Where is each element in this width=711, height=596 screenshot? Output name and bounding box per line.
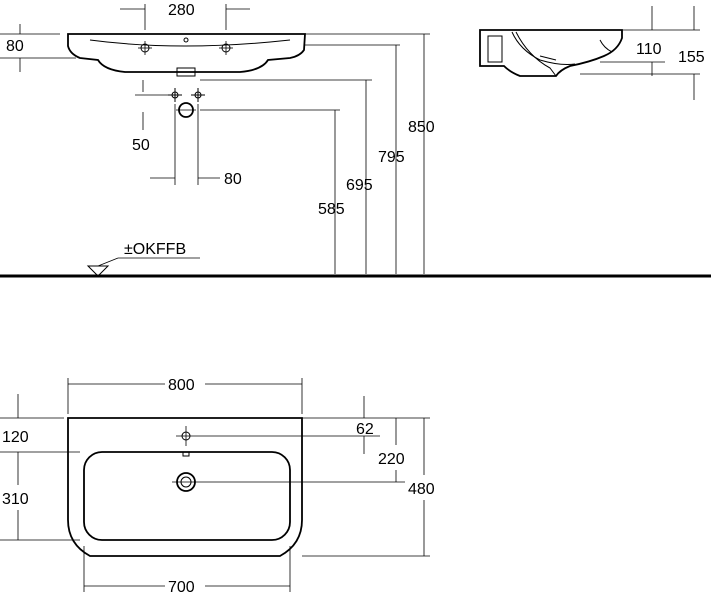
dim-480: 480 bbox=[408, 481, 435, 498]
dim-220: 220 bbox=[378, 451, 405, 468]
basin-front-outline bbox=[67, 33, 306, 73]
dim-110: 110 bbox=[636, 41, 662, 58]
basin-side-outline bbox=[479, 29, 623, 77]
dim-280: 280 bbox=[168, 2, 195, 19]
dim-700: 700 bbox=[168, 579, 195, 596]
supply-right bbox=[191, 88, 205, 102]
dim-850: 850 bbox=[408, 119, 435, 136]
basin-plan-outline bbox=[67, 417, 303, 557]
dim-62: 62 bbox=[356, 421, 374, 438]
dim-695: 695 bbox=[346, 177, 373, 194]
basin-front-rim bbox=[89, 39, 291, 47]
dim-795: 795 bbox=[378, 149, 405, 166]
overflow-mark bbox=[183, 37, 189, 43]
dim-80-depth: 80 bbox=[6, 38, 24, 55]
dim-310: 310 bbox=[2, 491, 29, 508]
plan-tap-hole bbox=[176, 426, 196, 446]
basin-plan-bowl bbox=[83, 451, 291, 541]
floor-reference-label: ±OKFFB bbox=[124, 241, 186, 258]
dim-50: 50 bbox=[132, 137, 150, 154]
plan-waste bbox=[172, 472, 200, 492]
dim-585: 585 bbox=[318, 201, 345, 218]
plan-overflow bbox=[182, 451, 190, 457]
tap-hole-left bbox=[138, 41, 152, 55]
front-view: 280 80 50 80 bbox=[0, 2, 711, 278]
dim-800: 800 bbox=[168, 377, 195, 394]
waste-connection bbox=[176, 102, 196, 118]
waste-outlet bbox=[176, 67, 196, 77]
side-view: 110 155 bbox=[479, 6, 705, 100]
supply-left bbox=[168, 88, 182, 102]
dim-120: 120 bbox=[2, 429, 29, 446]
plan-view: 800 700 120 310 62 220 480 bbox=[0, 377, 435, 596]
dim-155: 155 bbox=[678, 49, 705, 66]
tap-hole-right bbox=[219, 41, 233, 55]
dim-80-offset: 80 bbox=[224, 171, 242, 188]
